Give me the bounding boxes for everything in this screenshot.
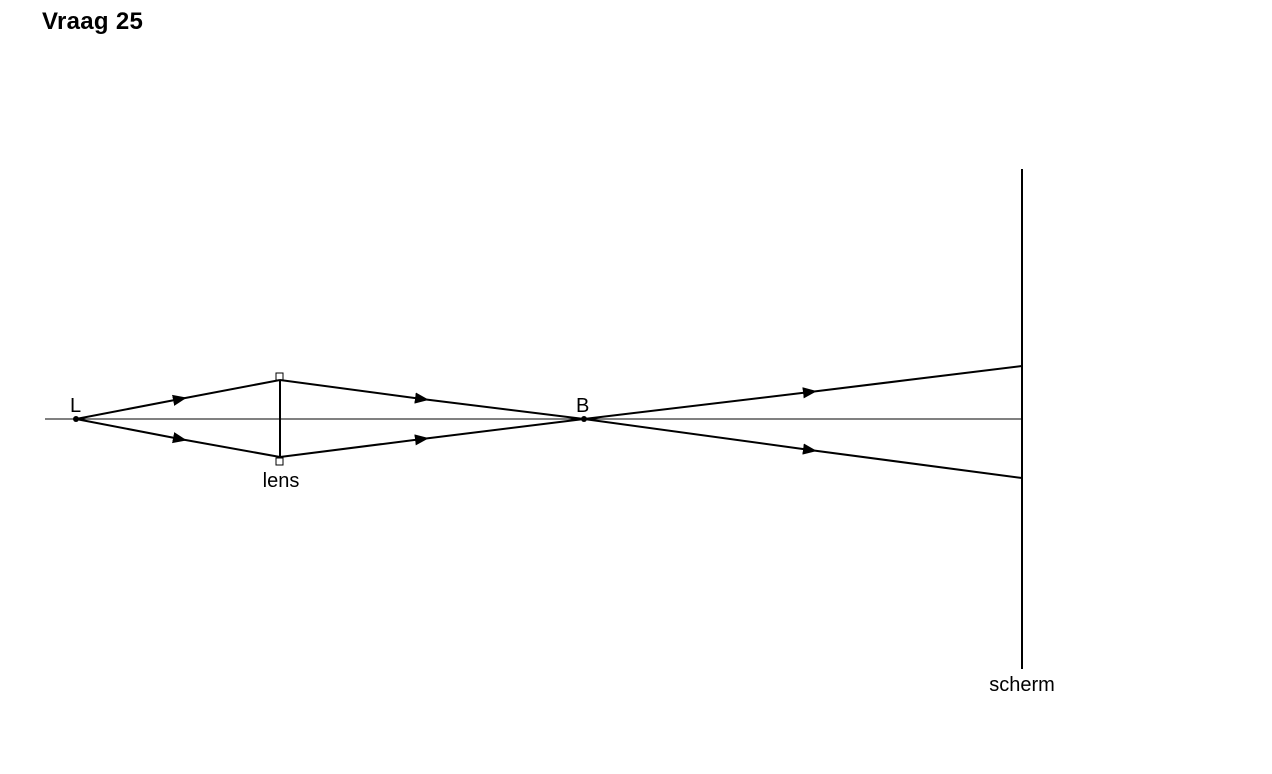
lens-bottom-marker <box>275 457 284 466</box>
source-label: L <box>70 395 81 417</box>
lens-label: lens <box>263 470 300 492</box>
image-point <box>581 416 587 422</box>
source-point <box>73 416 79 422</box>
lens-top-marker <box>275 372 284 381</box>
screen-label: scherm <box>989 674 1055 696</box>
image-label: B <box>576 395 589 417</box>
question-title: Vraag 25 <box>42 8 144 35</box>
upper-ray <box>75 365 1023 420</box>
lower-ray <box>75 418 1023 479</box>
